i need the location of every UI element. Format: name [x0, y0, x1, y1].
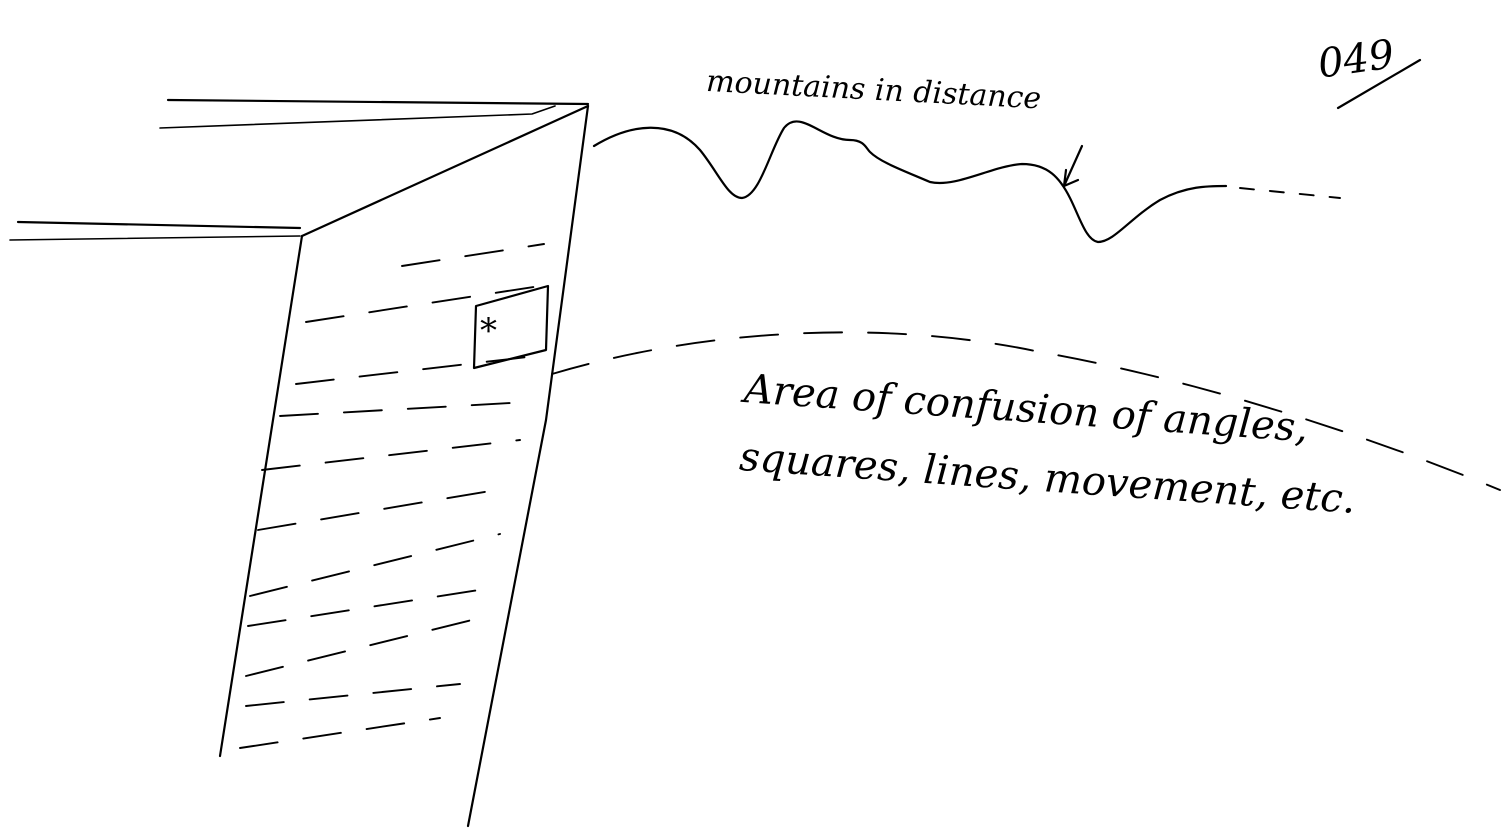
mountain-ridge-continuation	[1240, 188, 1340, 198]
siding-line	[248, 588, 492, 626]
siding-line	[296, 356, 536, 384]
roof-edge-lower-inner	[10, 236, 300, 240]
building: *	[10, 100, 588, 826]
siding-line	[280, 402, 528, 416]
wall-left-edge	[220, 236, 302, 756]
mountain-ridge	[594, 121, 1226, 242]
mountains-arrow	[1064, 146, 1082, 186]
window-marker: *	[480, 311, 497, 351]
siding-line	[240, 718, 440, 748]
page-number: 049	[1315, 31, 1397, 87]
roof-edge-top-inner	[160, 106, 555, 128]
mountains: mountains in distance	[594, 64, 1340, 242]
siding-line	[402, 244, 544, 266]
confusion-annotation: Area of confusion of angles, squares, li…	[734, 366, 1362, 523]
siding-line	[258, 488, 508, 530]
siding-line	[262, 440, 520, 470]
mountains-label: mountains in distance	[705, 64, 1042, 117]
wall-right-edge	[468, 106, 588, 826]
roof-edge-lower	[18, 222, 300, 228]
siding-line	[246, 616, 488, 676]
siding-line	[306, 286, 540, 322]
roof-slope	[302, 106, 588, 236]
roof-edge-top	[168, 100, 588, 104]
confusion-label-line1: Area of confusion of angles,	[739, 366, 1310, 452]
siding-line	[246, 684, 460, 706]
siding-line	[250, 534, 500, 596]
